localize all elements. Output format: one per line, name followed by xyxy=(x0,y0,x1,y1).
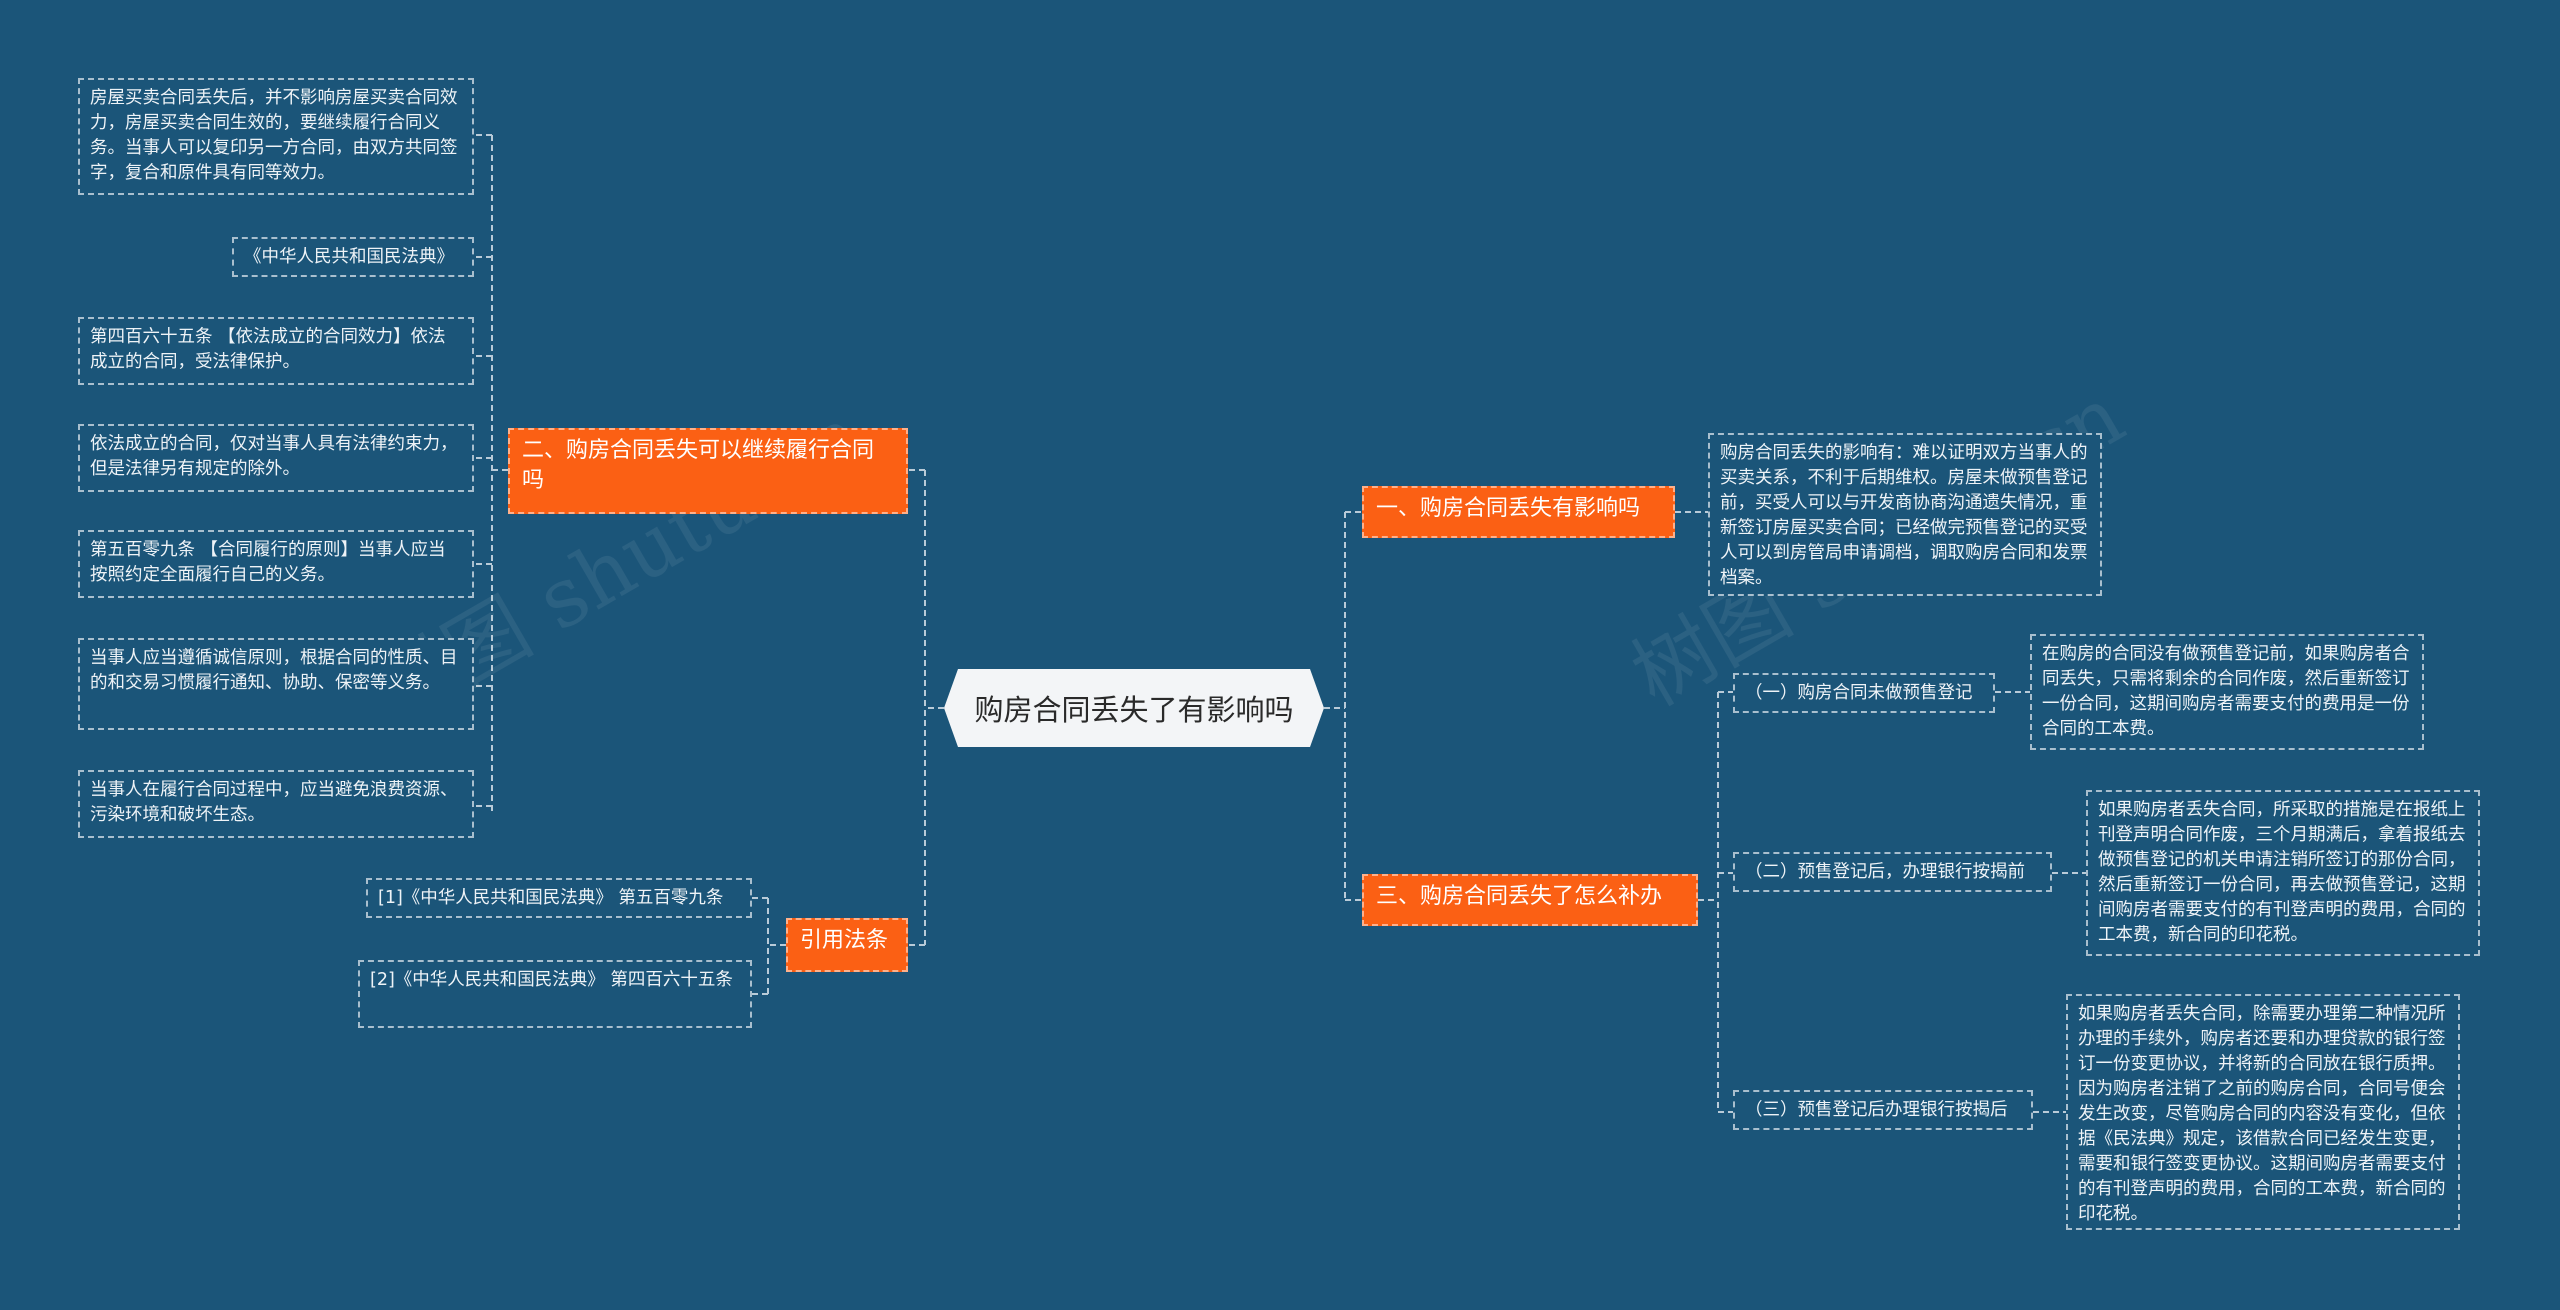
sub-no-presale-registration[interactable]: （一）购房合同未做预售登记 xyxy=(1733,673,1995,713)
cited-law-2[interactable]: [2]《中华人民共和国民法典》 第四百六十五条 xyxy=(358,960,752,1028)
sub-before-mortgage-detail: 如果购房者丢失合同，所采取的措施是在报纸上刊登声明合同作废，三个月期满后，拿着报… xyxy=(2086,790,2480,956)
connector-b2-leaves xyxy=(474,134,508,815)
sub-no-presale-detail: 在购房的合同没有做预售登记前，如果购房者合同丢失，只需将剩余的合同作废，然后重新… xyxy=(2030,634,2424,750)
continue-leaf-2: 《中华人民共和国民法典》 xyxy=(232,237,474,277)
sub-after-mortgage-detail: 如果购房者丢失合同，除需要办理第二种情况所办理的手续外，购房者还要和办理贷款的银… xyxy=(2066,994,2460,1230)
impact-detail: 购房合同丢失的影响有：难以证明双方当事人的买卖关系，不利于后期维权。房屋未做预售… xyxy=(1708,433,2102,596)
branch-cited-laws[interactable]: 引用法条 xyxy=(786,918,908,972)
continue-leaf-3: 第四百六十五条 【依法成立的合同效力】依法成立的合同，受法律保护。 xyxy=(78,317,474,385)
continue-leaf-4: 依法成立的合同，仅对当事人具有法律约束力，但是法律另有规定的除外。 xyxy=(78,424,474,492)
branch-continue-performance[interactable]: 二、购房合同丢失可以继续履行合同吗 xyxy=(508,428,908,514)
continue-leaf-1: 房屋买卖合同丢失后，并不影响房屋买卖合同效力，房屋买卖合同生效的，要继续履行合同… xyxy=(78,78,474,195)
sub-before-mortgage[interactable]: （二）预售登记后，办理银行按揭前 xyxy=(1733,852,2052,892)
connector-root-left xyxy=(908,469,944,946)
continue-leaf-5: 第五百零九条 【合同履行的原则】当事人应当按照约定全面履行自己的义务。 xyxy=(78,530,474,598)
connector-b4-leaves xyxy=(752,897,786,995)
cited-law-1[interactable]: [1]《中华人民共和国民法典》 第五百零九条 xyxy=(366,878,752,918)
branch-impact[interactable]: 一、购房合同丢失有影响吗 xyxy=(1362,486,1675,538)
root-topic[interactable]: 购房合同丢失了有影响吗 xyxy=(944,669,1324,747)
sub-after-mortgage[interactable]: （三）预售登记后办理银行按揭后 xyxy=(1733,1090,2033,1130)
connector-root-right xyxy=(1324,511,1362,901)
continue-leaf-6: 当事人应当遵循诚信原则，根据合同的性质、目的和交易习惯履行通知、协助、保密等义务… xyxy=(78,638,474,730)
connector-b3-subs xyxy=(1698,691,1733,1113)
branch-reissue[interactable]: 三、购房合同丢失了怎么补办 xyxy=(1362,874,1698,926)
continue-leaf-7: 当事人在履行合同过程中，应当避免浪费资源、污染环境和破坏生态。 xyxy=(78,770,474,838)
